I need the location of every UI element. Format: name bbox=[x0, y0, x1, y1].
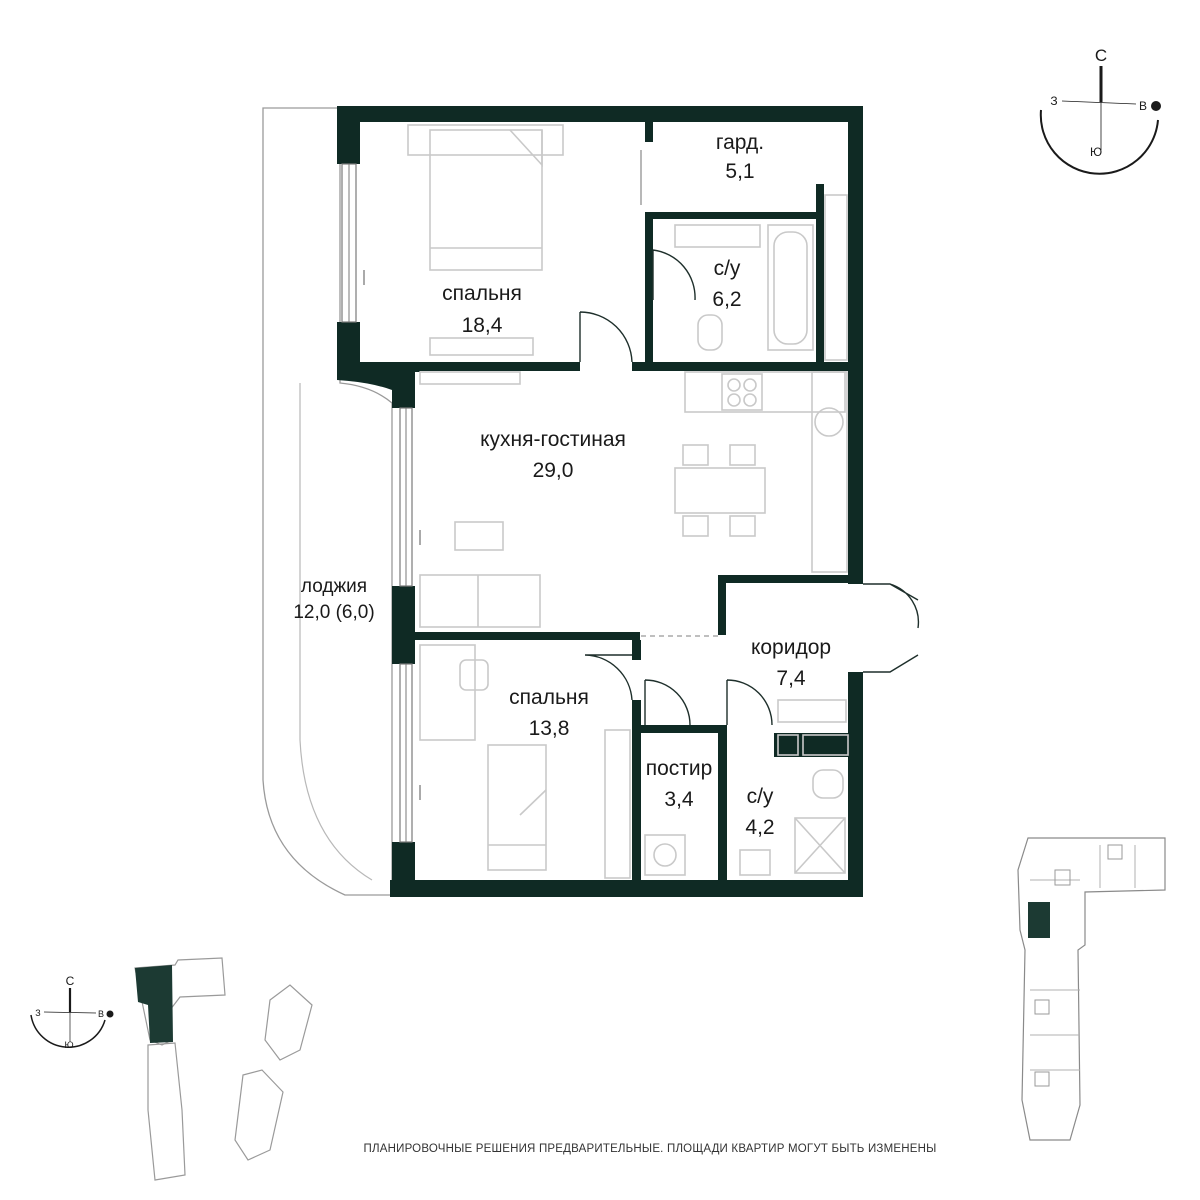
corridor-name: коридор bbox=[751, 636, 831, 659]
loggia-name: лоджия bbox=[301, 576, 367, 597]
compass-south: Ю bbox=[1090, 145, 1102, 159]
laundry-name: постир bbox=[646, 757, 713, 780]
kitchen-area: 29,0 bbox=[533, 459, 574, 482]
compass-small-south: Ю bbox=[64, 1040, 73, 1050]
kitchen-name: кухня-гостиная bbox=[480, 428, 626, 451]
compass-small: С З В Ю bbox=[30, 974, 114, 1050]
building-key-plan bbox=[1017, 837, 1166, 1141]
compass-small-east: В bbox=[98, 1009, 104, 1019]
site-plan bbox=[134, 957, 313, 1181]
wardrobe-name: гард. bbox=[716, 131, 764, 154]
walls bbox=[337, 106, 863, 897]
laundry-area: 3,4 bbox=[664, 788, 694, 811]
doors bbox=[579, 150, 920, 726]
disclaimer-text: ПЛАНИРОВОЧНЫЕ РЕШЕНИЯ ПРЕДВАРИТЕЛЬНЫЕ. П… bbox=[363, 1143, 937, 1155]
compass-small-north: С bbox=[66, 974, 75, 988]
bath2-area: 4,2 bbox=[745, 816, 774, 839]
compass-north: С bbox=[1095, 46, 1107, 65]
compass-west: З bbox=[1050, 94, 1057, 108]
wardrobe-area: 5,1 bbox=[725, 160, 754, 183]
furniture bbox=[407, 124, 849, 879]
compass-east: В bbox=[1139, 99, 1147, 113]
bedroom2-area: 13,8 bbox=[529, 717, 570, 740]
windows bbox=[341, 163, 421, 843]
loggia-area: 12,0 (6,0) bbox=[293, 602, 374, 623]
compass-large: С З В Ю bbox=[1039, 46, 1161, 175]
bedroom1-area: 18,4 bbox=[462, 314, 503, 337]
corridor-area: 7,4 bbox=[776, 667, 806, 690]
bedroom1-name: спальня bbox=[442, 282, 522, 305]
bath1-area: 6,2 bbox=[712, 288, 741, 311]
bath1-name: с/у bbox=[714, 257, 741, 280]
bedroom2-name: спальня bbox=[509, 686, 589, 709]
compass-small-west: З bbox=[35, 1008, 40, 1018]
room-labels: спальня 18,4 гард. 5,1 с/у 6,2 кухня-гос… bbox=[293, 131, 831, 839]
loggia bbox=[262, 107, 393, 896]
bath2-name: с/у bbox=[747, 785, 774, 808]
